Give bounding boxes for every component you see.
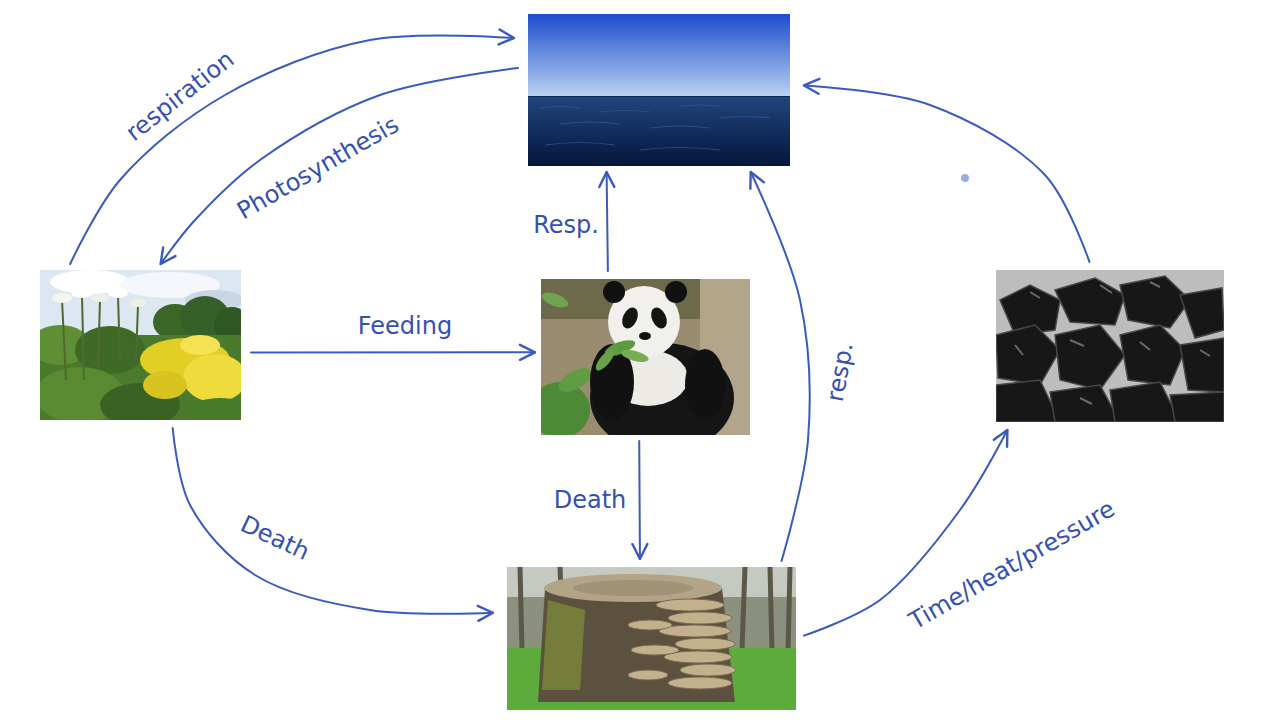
plants-picture [183, 354, 241, 402]
cycle-arrow [607, 172, 608, 271]
tree-stump-picture [538, 588, 735, 702]
plants-picture [40, 270, 241, 420]
tree-stump-picture [656, 599, 724, 611]
cycle-arrow [251, 351, 535, 353]
coal-picture [996, 380, 1060, 422]
pen-dot [961, 174, 969, 182]
panda-picture [541, 279, 750, 435]
plants-picture [91, 294, 109, 302]
arrowhead-def [70, 35, 1089, 635]
tree-stump-picture [573, 580, 693, 596]
panda-picture [603, 281, 625, 303]
tree-stump-picture [507, 567, 796, 710]
coal-picture [1120, 325, 1185, 385]
sky-sea-picture [528, 96, 790, 166]
panda-picture [685, 349, 725, 421]
panda-picture [665, 281, 687, 303]
coal-picture [996, 270, 1224, 422]
plants-picture [143, 371, 187, 399]
sky-sea-picture [528, 96, 790, 97]
sky-sea-picture [528, 14, 790, 166]
tree-stump-picture [675, 638, 735, 650]
cycle-arrow [804, 85, 1089, 262]
panda-picture [619, 305, 641, 331]
arrow-label: resp. [821, 337, 858, 406]
arrow-label: Death [551, 487, 630, 513]
plants-picture [130, 299, 146, 307]
plants-node [40, 270, 241, 420]
coal-picture [996, 270, 1224, 422]
coal-picture [1170, 392, 1224, 422]
cycle-arrow [173, 428, 493, 614]
panda-picture [648, 305, 670, 331]
coal-picture [1055, 278, 1125, 325]
tree-stump-picture [628, 670, 668, 680]
plants-picture [52, 293, 72, 303]
plants-picture [190, 398, 241, 420]
coal-picture [1110, 382, 1180, 422]
tree-stump-picture [680, 664, 736, 676]
cycle-arrow [70, 35, 514, 264]
plants-picture [75, 326, 145, 374]
cycle-arrow [161, 68, 518, 264]
cycle-arrow [751, 172, 810, 561]
arrow-label: Death [234, 509, 316, 566]
arrow-label: Time/heat/pressure [902, 494, 1122, 636]
panda-picture [590, 343, 734, 435]
cycle-arrow [638, 441, 641, 559]
coal-picture [996, 325, 1060, 385]
tree-stump-picture [668, 612, 732, 624]
arrow-label: Resp. [530, 212, 602, 238]
panda-picture [639, 332, 651, 340]
coal-picture [996, 276, 1224, 422]
panda-picture [620, 348, 650, 365]
tree-stump-picture [544, 574, 722, 602]
coal-picture [1055, 325, 1125, 390]
coal-picture [1015, 282, 1210, 404]
sea-sky-node [528, 14, 790, 166]
plants-picture [180, 335, 220, 355]
coal-node [996, 270, 1224, 422]
sky-sea-picture [528, 14, 790, 97]
cycle-arrow [804, 430, 1007, 636]
arrow-label: respiration [119, 44, 242, 148]
arrow-label: Photosynthesis [230, 110, 406, 227]
tree-stump-picture [631, 645, 679, 655]
panda-picture [555, 363, 595, 397]
plants-picture [62, 296, 138, 380]
arrow-label: Feeding [355, 313, 455, 339]
tree-stump-picture [507, 567, 796, 710]
tree-stump-picture [628, 620, 672, 630]
coal-picture [1180, 288, 1224, 338]
tree-stump-node [507, 567, 796, 710]
plants-picture [71, 288, 93, 298]
tree-stump-picture [542, 600, 585, 690]
tree-stump-picture [628, 599, 736, 689]
plants-picture [108, 288, 128, 298]
panda-picture [541, 290, 570, 311]
sky-sea-picture [540, 105, 770, 150]
tree-stump-picture [668, 677, 732, 689]
panda-node [541, 279, 750, 435]
coal-picture [1180, 338, 1224, 392]
panda-picture [593, 347, 617, 373]
